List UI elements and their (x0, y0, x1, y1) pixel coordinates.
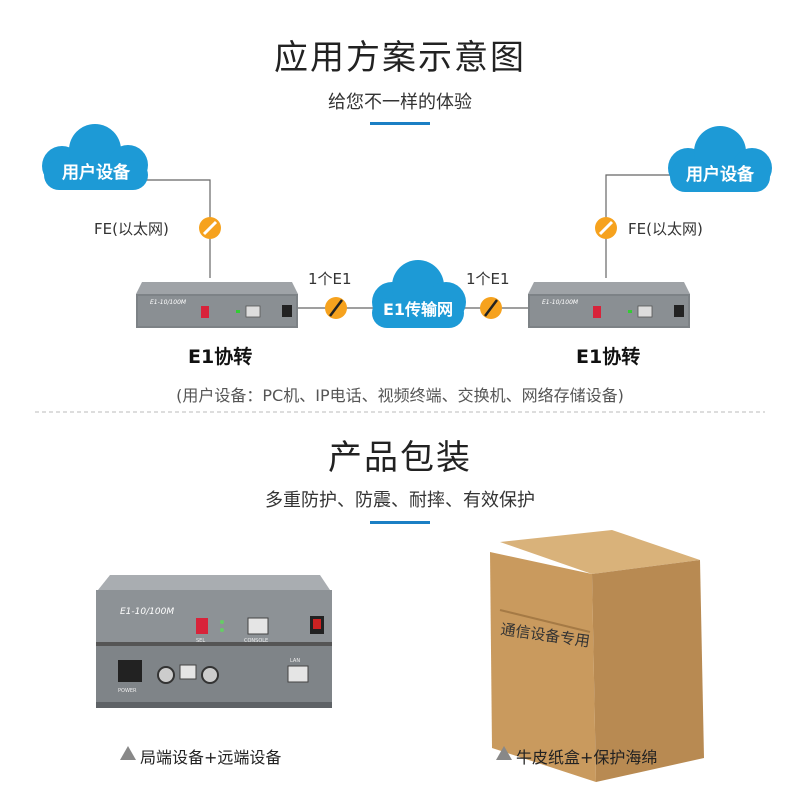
user-device-note: (用户设备：PC机、IP电话、视频终端、交换机、网络存储设备) (176, 386, 624, 405)
network-cloud-label: E1传输网 (382, 300, 454, 319)
cable-icon-fe-right (595, 217, 617, 239)
e1-link-label-left: 1个E1 (308, 270, 352, 288)
cloud-icon-user-right (668, 126, 772, 192)
product-caption-left: 局端设备+远端设备 (140, 748, 282, 767)
section-title-diagram: 应用方案示意图 (274, 38, 526, 78)
cable-icon-fe-left (199, 217, 221, 239)
port-power-label: POWER (118, 688, 137, 694)
e1-link-label-right: 1个E1 (466, 270, 510, 288)
device-right (528, 282, 690, 328)
cloud-icon-network (372, 260, 466, 328)
triangle-icon-right (496, 746, 512, 760)
converter-label-left: E1协转 (188, 346, 253, 368)
user-device-label-left: 用户设备 (62, 163, 130, 183)
port-lan-label: LAN (290, 658, 300, 664)
fe-line-left (120, 179, 211, 278)
cable-icon-e1-left (325, 297, 347, 319)
title-underline-2 (370, 521, 430, 524)
device-model-right: E1-10/100M (542, 299, 579, 306)
cloud-icon-user-left (42, 124, 148, 190)
section-subtitle-diagram: 给您不一样的体验 (328, 92, 472, 113)
product-images: E1-10/100M SEL CONSOLE POWER LAN 通信设备专用 (96, 530, 704, 782)
fe-line-right (605, 174, 690, 278)
network-diagram: E1-10/100M E1-10/100M (35, 124, 772, 413)
port-sel-label: SEL (196, 638, 205, 644)
cable-icon-e1-right (480, 297, 502, 319)
converter-label-right: E1协转 (576, 346, 641, 368)
device-model-left: E1-10/100M (150, 299, 187, 306)
title-underline (370, 122, 430, 125)
fe-label-right: FE(以太网) (628, 220, 703, 238)
product-caption-right: 牛皮纸盒+保护海绵 (516, 748, 658, 767)
cardboard-box-photo (490, 530, 704, 782)
device-stack-photo (96, 575, 332, 708)
section-subtitle-packaging: 多重防护、防震、耐摔、有效保护 (265, 490, 535, 511)
fe-label-left: FE(以太网) (94, 220, 169, 238)
triangle-icon-left (120, 746, 136, 760)
section-title-packaging: 产品包装 (328, 438, 472, 478)
device-stack-model: E1-10/100M (120, 607, 174, 617)
user-device-label-right: 用户设备 (686, 165, 754, 185)
device-left (136, 282, 298, 328)
port-console-label: CONSOLE (244, 638, 268, 644)
